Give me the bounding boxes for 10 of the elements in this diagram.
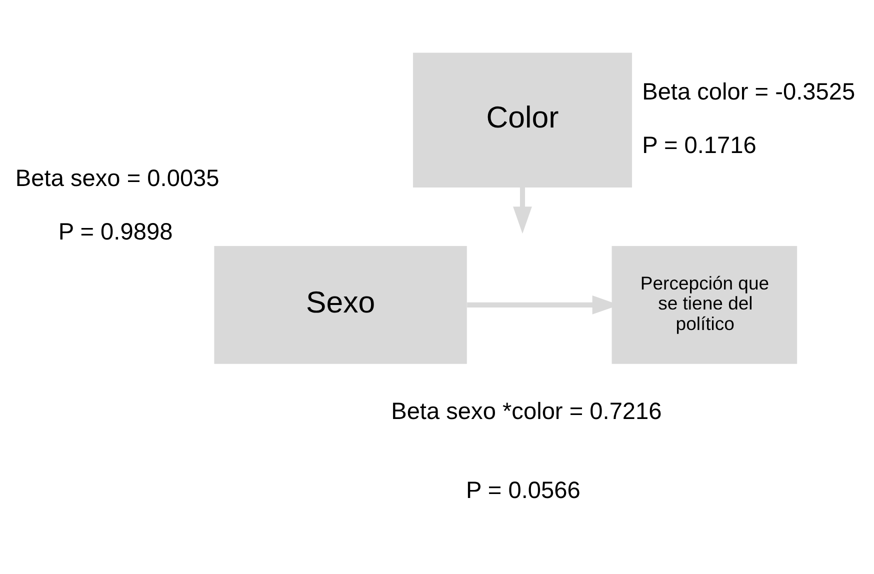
label: Beta sexo *color = 0.7216 bbox=[391, 398, 662, 424]
node-box: Sexo bbox=[214, 246, 467, 364]
node-box: Color bbox=[413, 52, 632, 187]
arrow bbox=[513, 187, 532, 234]
node-label: P = 0.9898 bbox=[58, 218, 173, 244]
node-box: Percepción que se tiene del político bbox=[612, 246, 798, 364]
node-label: Beta color = -0.3525 bbox=[642, 78, 856, 104]
node-label: P = 0.1716 bbox=[642, 132, 756, 158]
node-label: Beta sexo = 0.0035 bbox=[15, 164, 220, 191]
label: P = 0.0566 bbox=[466, 476, 580, 503]
